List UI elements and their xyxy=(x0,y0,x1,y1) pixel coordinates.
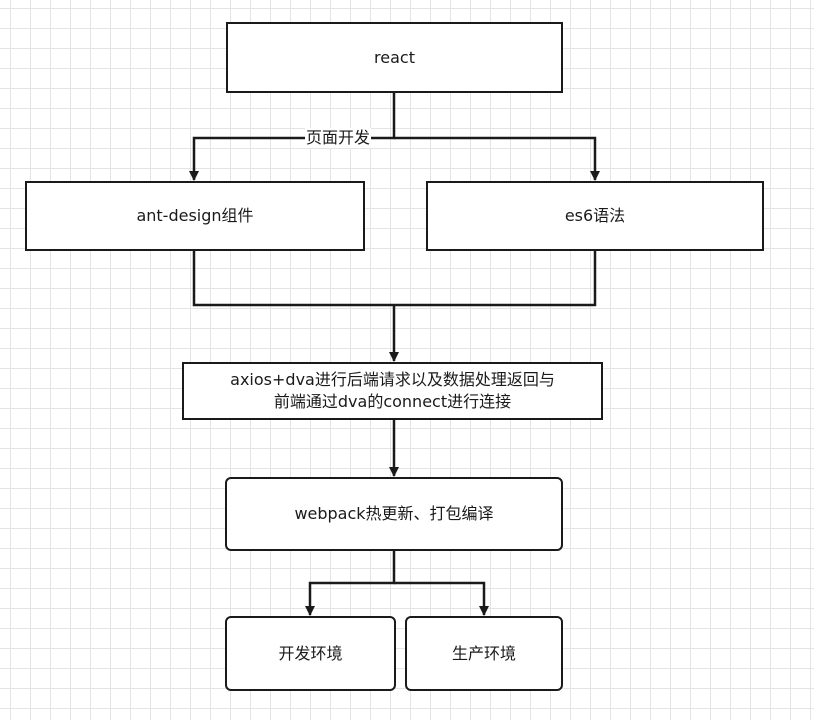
node-prod-env[interactable]: 生产环境 xyxy=(405,616,563,691)
node-es6[interactable]: es6语法 xyxy=(426,181,764,251)
connector-ant-design-merge xyxy=(192,251,597,307)
connector-react-to-es6 xyxy=(394,136,600,181)
node-prod-env-label: 生产环境 xyxy=(451,643,516,663)
connector-webpack-to-dev xyxy=(305,551,396,616)
node-axios-dva[interactable]: axios+dva进行后端请求以及数据处理返回与 前端通过dva的connect… xyxy=(182,362,603,420)
node-react[interactable]: react xyxy=(226,22,563,93)
edge-label-page-development: 页面开发 xyxy=(305,128,372,148)
node-ant-design-label: ant-design组件 xyxy=(136,206,254,225)
connector-webpack-to-prod xyxy=(394,581,489,616)
node-ant-design[interactable]: ant-design组件 xyxy=(25,181,365,251)
node-es6-label: es6语法 xyxy=(564,206,626,225)
node-axios-dva-label: axios+dva进行后端请求以及数据处理返回与 前端通过dva的connect… xyxy=(230,370,555,411)
node-webpack-label: webpack热更新、打包编译 xyxy=(294,504,494,523)
node-react-label: react xyxy=(374,47,415,67)
node-webpack[interactable]: webpack热更新、打包编译 xyxy=(225,477,563,551)
node-dev-env[interactable]: 开发环境 xyxy=(225,616,396,691)
node-dev-env-label: 开发环境 xyxy=(278,643,343,663)
